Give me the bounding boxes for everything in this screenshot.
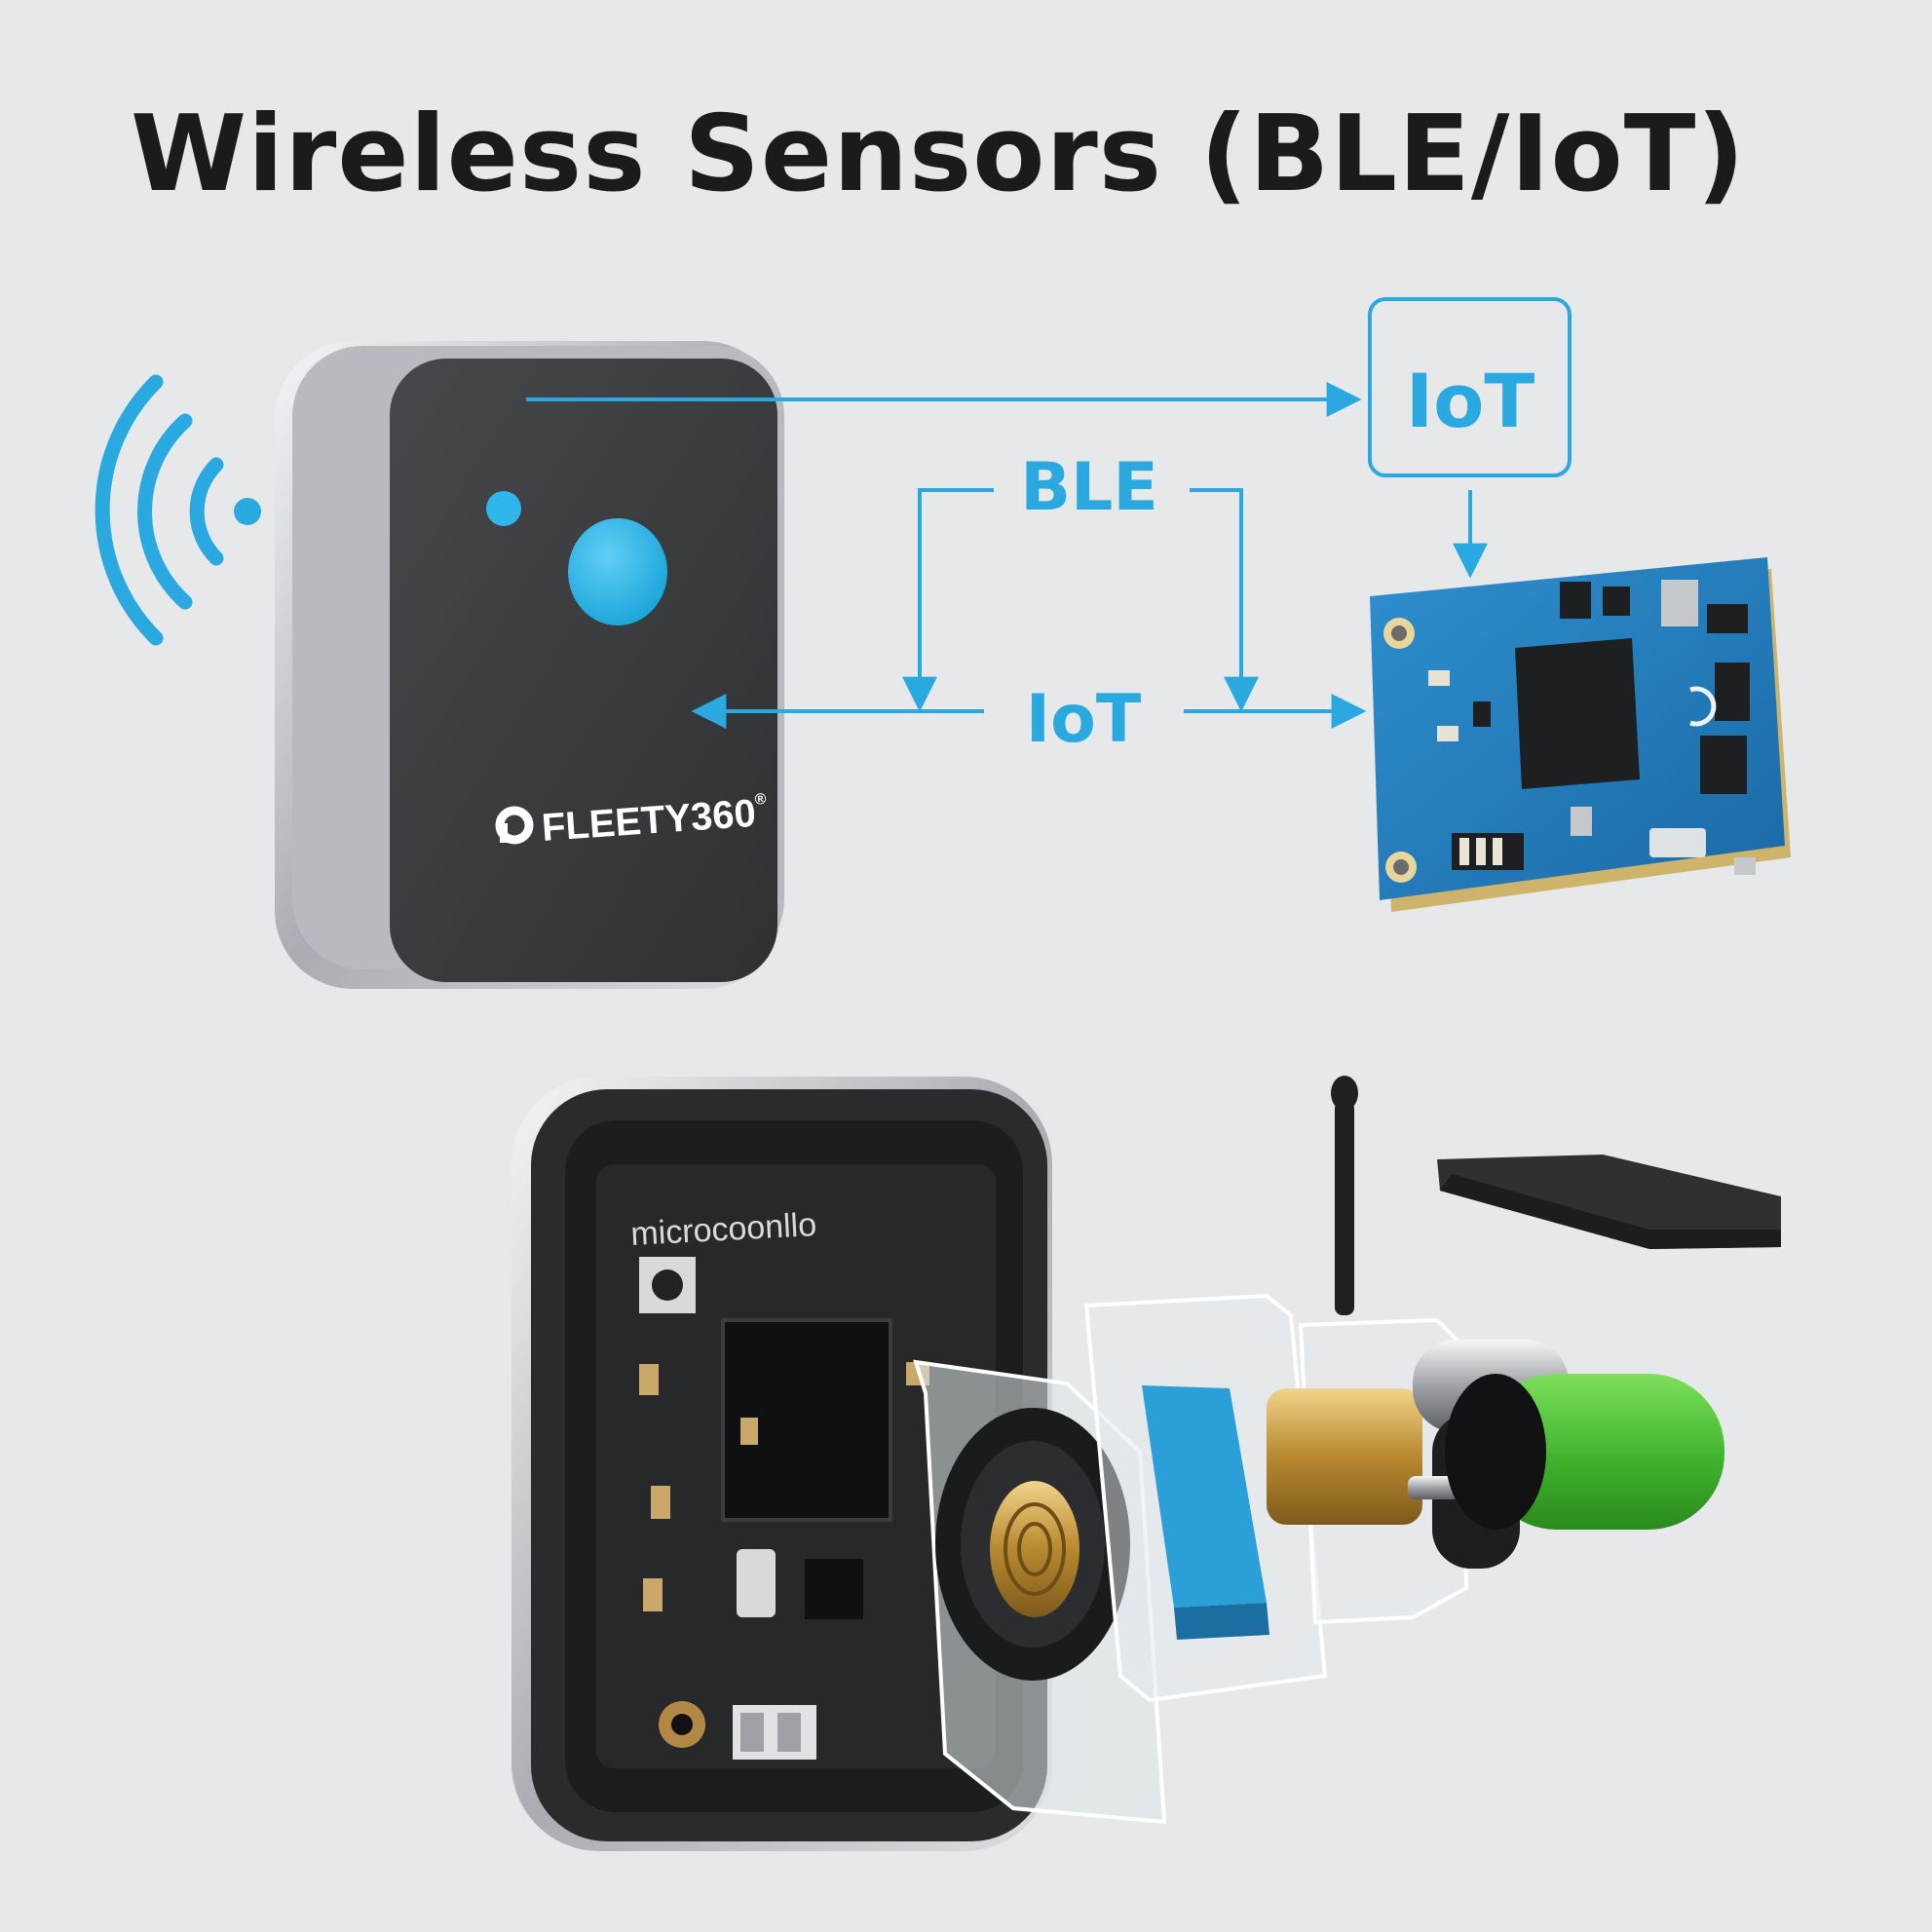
device-button — [568, 518, 667, 625]
iot-link-label: IoT — [1026, 681, 1142, 758]
ble-sensor-device: FLEETY360® — [275, 341, 784, 989]
ble-right-bracket-arrow — [1190, 488, 1259, 712]
brass-coil — [990, 1481, 1080, 1617]
indicator-led — [486, 491, 521, 526]
ble-left-bracket-arrow — [902, 488, 994, 712]
battery-cell — [1481, 1374, 1724, 1530]
fleety360-logo-icon — [495, 806, 534, 845]
brass-connector — [1267, 1388, 1422, 1525]
cover-lid — [1437, 1155, 1781, 1249]
connection-lines — [526, 382, 1488, 729]
iot-box-label: IoT — [1406, 358, 1534, 444]
page-title: Wireless Sensors (BLE/IoT) — [131, 94, 1746, 215]
iot-label-box: IoT — [1368, 297, 1572, 477]
exploded-sensor-view: microcoonllo — [511, 1076, 1781, 1851]
wifi-signal-icon — [95, 374, 261, 646]
board-main-chip — [1515, 638, 1640, 789]
antenna — [1331, 1076, 1358, 1315]
blue-sensor-module — [1142, 1385, 1267, 1608]
ble-label: BLE — [1020, 449, 1158, 526]
iot-gateway-board — [1370, 557, 1791, 912]
